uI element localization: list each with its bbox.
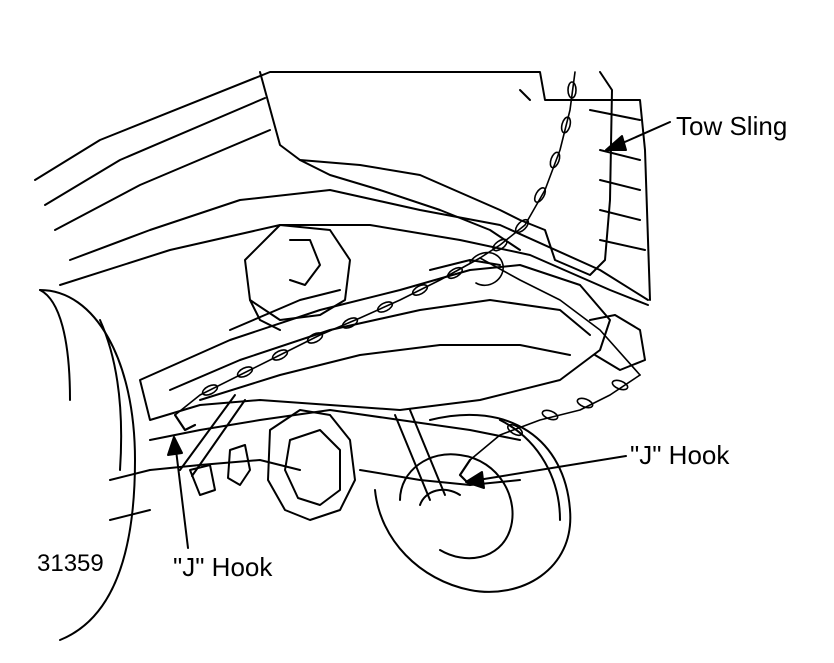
- right-tire: [374, 413, 572, 593]
- j-hook-left-label: "J" Hook: [173, 552, 273, 582]
- rear-axle: [149, 409, 521, 521]
- j-hook-left-arrow: [175, 449, 189, 549]
- bumper-beam: [139, 259, 611, 421]
- j-hook-right-arrow: [477, 455, 627, 481]
- j-hook-right-label: "J" Hook: [630, 440, 730, 470]
- figure-number: 31359: [37, 550, 104, 577]
- leader-arrows: [167, 121, 671, 549]
- tow-sling-arrowhead: [605, 135, 627, 151]
- shock-absorbers: [179, 394, 446, 501]
- differential-cover: [267, 409, 356, 521]
- left-tire: [39, 289, 151, 641]
- j-hook-left-arrowhead: [167, 436, 183, 456]
- chain-shackle: [469, 251, 504, 287]
- tow-sling-label: Tow Sling: [676, 111, 788, 141]
- spring-hanger: [244, 224, 646, 371]
- j-hook-right-arrowhead: [465, 471, 485, 489]
- fuel-tank: [259, 71, 613, 276]
- body-panels: [34, 71, 651, 306]
- tow-chain: [174, 71, 641, 461]
- tow-sling-arrow: [617, 121, 671, 146]
